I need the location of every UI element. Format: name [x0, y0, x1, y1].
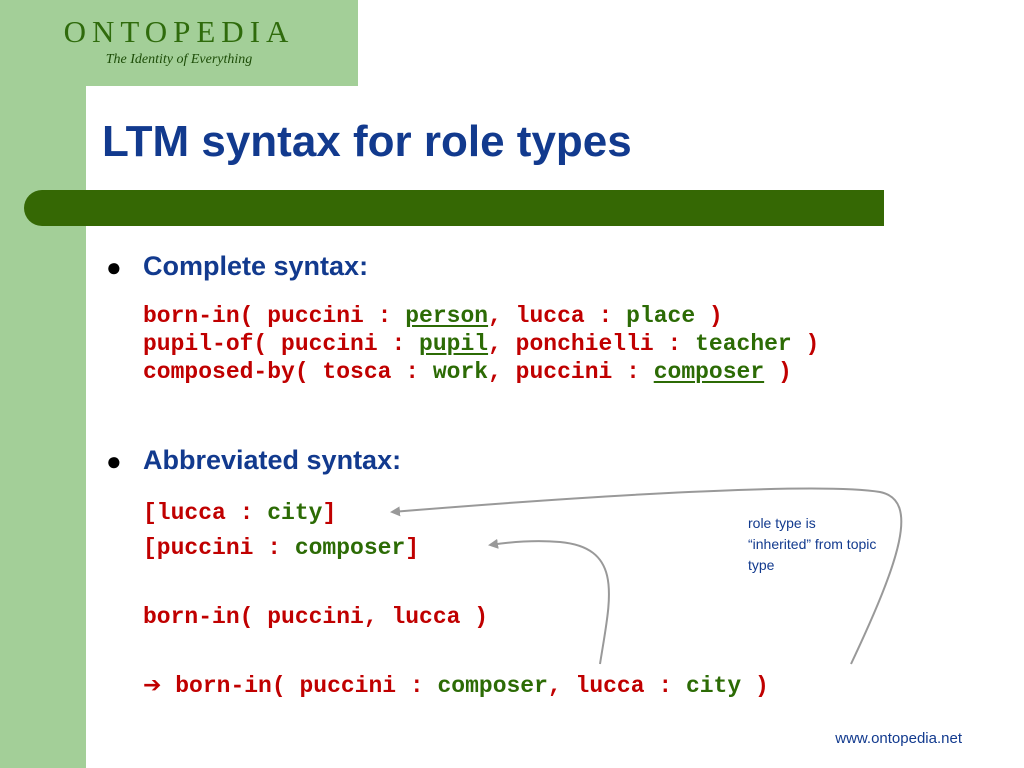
connector-composer-arrow — [488, 538, 610, 665]
role-type: person — [405, 303, 489, 329]
bullet-dot: ● — [106, 252, 122, 282]
role-type: city — [267, 500, 323, 526]
code-text: born-in( puccini, lucca ) — [143, 603, 489, 630]
left-decor-band — [0, 0, 86, 768]
code-text: , puccini : — [488, 359, 654, 385]
role-type: work — [432, 359, 489, 385]
logo-name: ONTOPEDIA — [63, 14, 295, 49]
role-type: composer — [294, 534, 406, 561]
code-text: ] — [322, 500, 337, 526]
connector-city-arrow — [390, 487, 903, 665]
code-text: pupil-of( puccini : — [143, 331, 420, 357]
code-text: ] — [405, 534, 420, 561]
code-text: [lucca : — [143, 500, 268, 526]
code-text: born-in( puccini : — [161, 672, 438, 699]
logo-tagline: The Identity of Everything — [105, 52, 253, 67]
code-text: , ponchielli : — [488, 331, 696, 357]
role-type-note: role type is “inherited” from topic type — [748, 515, 877, 573]
code-text: , lucca : — [547, 672, 686, 699]
code-text: ) — [764, 359, 792, 385]
role-type: composer — [653, 359, 765, 385]
footer-url: www.ontopedia.net — [835, 730, 962, 747]
code-line: [lucca : city] — [143, 496, 769, 531]
top-decor-band — [0, 0, 358, 86]
code-line: pupil-of( puccini : pupil, ponchielli : … — [143, 330, 819, 358]
code-text: , lucca : — [488, 303, 627, 329]
logo: ONTOPEDIA The Identity of Everything — [0, 14, 358, 68]
code-text: [puccini : — [143, 534, 295, 561]
role-type: place — [626, 303, 696, 329]
slide-title: LTM syntax for role types — [102, 117, 632, 166]
bullet-abbreviated-syntax: Abbreviated syntax: — [143, 445, 402, 475]
bullet-dot: ● — [106, 446, 122, 476]
code-line: composed-by( tosca : work, puccini : com… — [143, 358, 819, 386]
code-line: born-in( puccini, lucca ) — [143, 600, 769, 635]
code-text: ) — [791, 331, 820, 357]
title-underline-bar — [24, 190, 884, 226]
abbreviated-syntax-code: [lucca : city][puccini : composer] born-… — [143, 496, 769, 703]
code-line: ➔ born-in( puccini : composer, lucca : c… — [143, 669, 769, 704]
code-text: born-in( puccini : — [143, 303, 406, 329]
code-line: [puccini : composer] — [143, 531, 769, 566]
role-type: teacher — [695, 331, 792, 357]
bullet-complete-syntax: Complete syntax: — [143, 251, 369, 281]
role-type: city — [685, 672, 742, 699]
right-arrow-icon: ➔ — [143, 672, 162, 698]
role-type: composer — [437, 672, 548, 699]
role-type: pupil — [419, 331, 489, 357]
code-text: ) — [741, 672, 769, 699]
code-text: composed-by( tosca : — [143, 359, 433, 385]
code-line: born-in( puccini : person, lucca : place… — [143, 302, 819, 330]
code-text: ) — [695, 303, 723, 329]
complete-syntax-code: born-in( puccini : person, lucca : place… — [143, 302, 819, 386]
